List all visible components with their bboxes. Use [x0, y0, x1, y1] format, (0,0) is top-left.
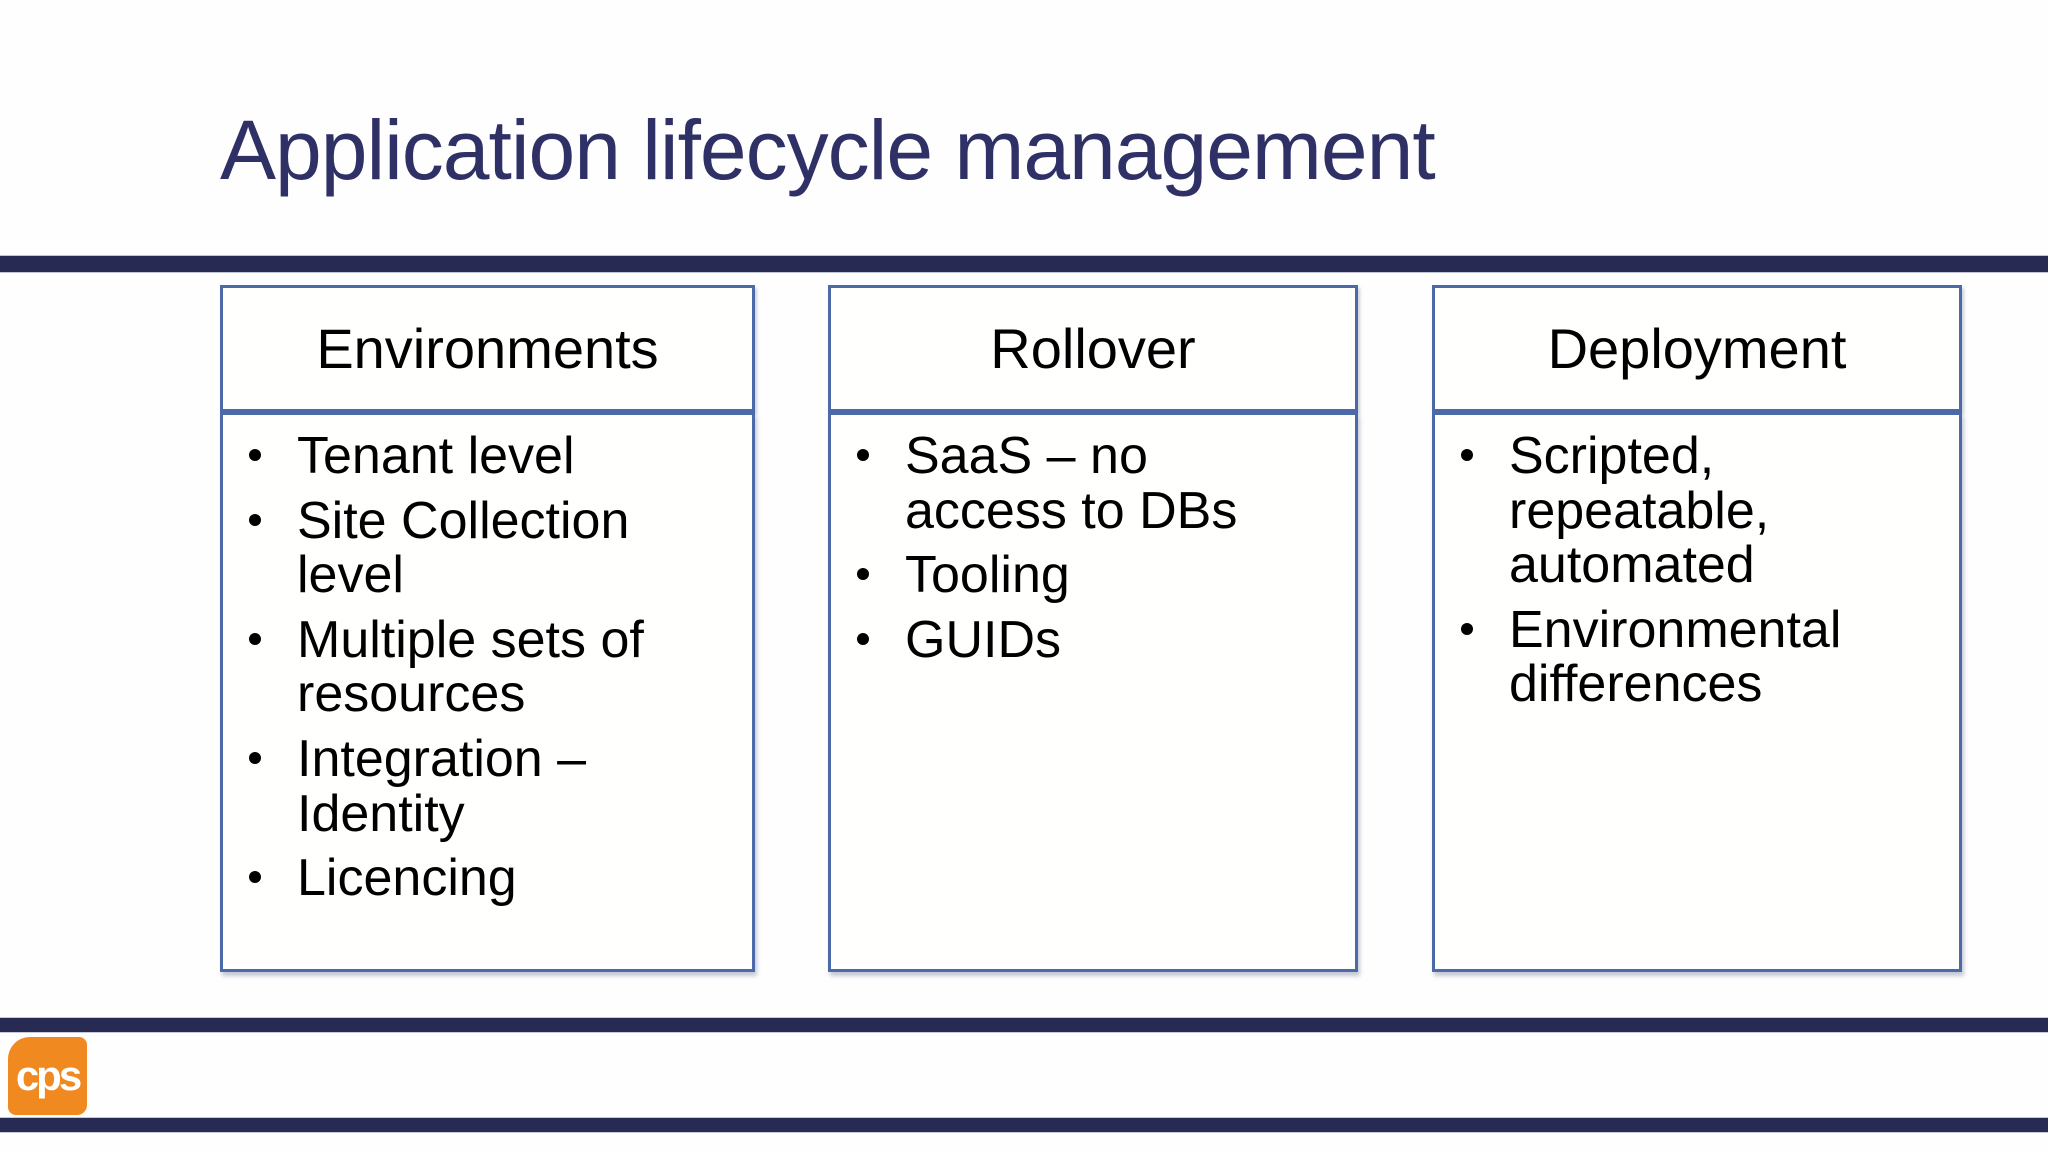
- panel-environments-title: Environments: [316, 317, 659, 380]
- bullet-item: Integration – Identity: [223, 732, 706, 841]
- panel-deployment-title: Deployment: [1547, 317, 1847, 380]
- bullet-item: Scripted, repeatable, automated: [1435, 429, 1913, 593]
- bullet-item: Site Collection level: [223, 493, 706, 603]
- panel-deployment-header: Deployment: [1432, 285, 1962, 412]
- panel-rollover-title: Rollover: [990, 317, 1196, 380]
- bullet-item: GUIDs: [831, 613, 1309, 668]
- panel-deployment: Deployment Scripted, repeatable, automat…: [1432, 285, 1962, 972]
- panel-rollover-header: Rollover: [828, 285, 1358, 412]
- bullet-item: Tooling: [831, 548, 1309, 603]
- footer-bar-bottom: [0, 1117, 2048, 1133]
- page-title: Application lifecycle management: [220, 103, 1436, 197]
- bullet-item: Licencing: [223, 851, 706, 906]
- bullet-item: Tenant level: [223, 429, 706, 484]
- panel-environments-header: Environments: [220, 285, 755, 412]
- bullet-item: Environmental differences: [1435, 602, 1913, 712]
- title-rule: [0, 255, 2048, 273]
- bullet-item: SaaS – no access to DBs: [831, 429, 1309, 538]
- cps-logo-text: cps: [15, 1052, 82, 1099]
- bullet-item: Multiple sets of resources: [223, 612, 706, 722]
- footer-bar-top: [0, 1017, 2048, 1033]
- cps-logo-icon: cps: [8, 1037, 87, 1115]
